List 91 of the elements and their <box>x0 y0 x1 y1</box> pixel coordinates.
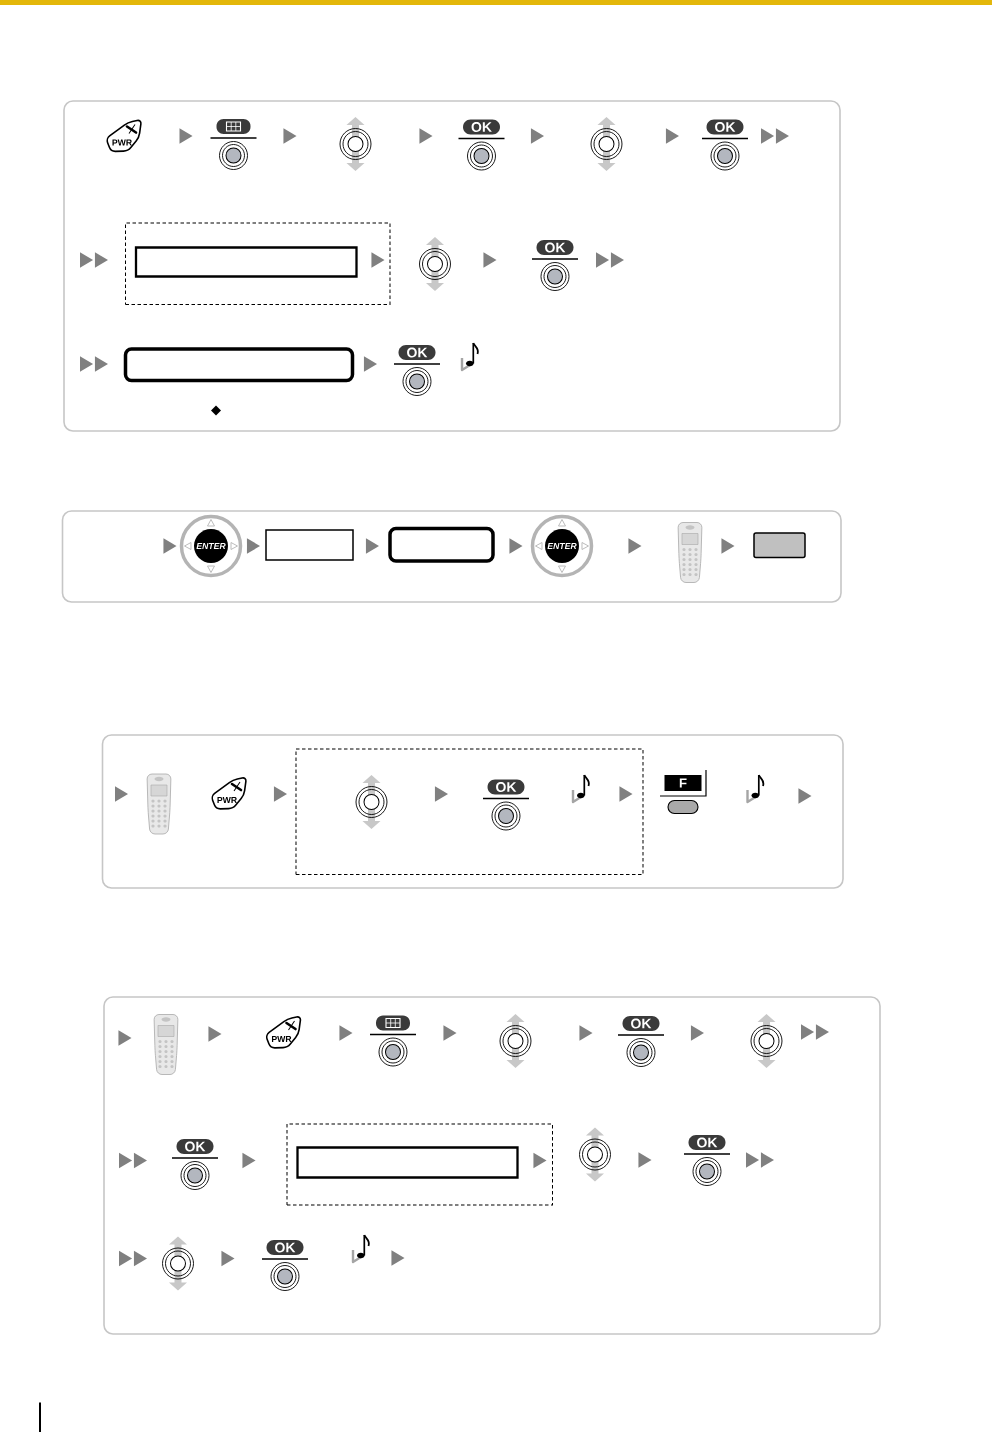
arrow <box>721 538 735 554</box>
panel <box>61 510 842 603</box>
navigator-key-icon <box>750 1014 783 1068</box>
double-arrow <box>746 1152 774 1168</box>
double-arrow <box>119 1250 147 1267</box>
node-label: OK <box>715 122 736 132</box>
arrow <box>118 1030 132 1046</box>
node-label: OK <box>185 1141 206 1152</box>
arrow <box>339 1025 353 1041</box>
tone-icon <box>351 1234 370 1264</box>
arrow <box>371 252 385 268</box>
handset-icon <box>677 522 703 583</box>
arrow <box>363 356 378 372</box>
node-label: OK <box>275 1242 296 1253</box>
handset-icon <box>146 773 172 835</box>
enter-key: ENTER <box>530 514 594 578</box>
function-key: F <box>659 769 707 815</box>
arrow <box>619 786 633 802</box>
arrow <box>533 1152 547 1169</box>
arrow <box>798 788 812 804</box>
arrow <box>419 128 433 144</box>
dashed-frame <box>286 1123 553 1206</box>
display-box <box>388 526 495 563</box>
panel <box>63 100 841 432</box>
menu-key-icon <box>209 119 258 170</box>
panel <box>101 734 844 889</box>
arrow <box>483 252 497 268</box>
dashed-frame <box>125 222 391 305</box>
node-label: OK <box>545 242 566 253</box>
arrow <box>283 128 297 144</box>
navigator-key-icon <box>579 1127 611 1182</box>
arrow <box>530 128 545 144</box>
arrow <box>246 538 261 554</box>
navigator-key-icon <box>339 117 372 171</box>
double-arrow <box>119 1152 147 1169</box>
node-label: OK <box>697 1137 718 1148</box>
arrow <box>443 1025 457 1041</box>
ok-key: OK <box>482 779 530 831</box>
power-key: PWR <box>265 1016 302 1049</box>
node-label: OK <box>496 782 517 792</box>
navigator-key-icon <box>355 775 388 829</box>
ok-key: OK <box>531 240 579 291</box>
ok-key: OK <box>171 1139 219 1190</box>
tone-icon <box>460 342 479 372</box>
arrow <box>628 538 642 554</box>
ok-key: OK <box>457 119 506 171</box>
node-label: OK <box>407 347 428 358</box>
power-key: PWR <box>106 119 142 153</box>
double-arrow <box>801 1024 829 1040</box>
display-box <box>134 246 358 278</box>
double-arrow <box>596 252 624 268</box>
arrow <box>365 538 380 554</box>
navigator-key-icon <box>419 237 451 291</box>
ok-key: OK <box>701 119 749 171</box>
arrow <box>163 538 177 554</box>
ok-key: OK <box>261 1240 309 1291</box>
dashed-frame <box>295 748 644 875</box>
ok-key: OK <box>393 345 441 396</box>
ok-key: OK <box>617 1016 665 1067</box>
double-arrow <box>80 252 108 268</box>
arrow <box>221 1250 235 1267</box>
navigator-key-icon <box>499 1014 532 1068</box>
arrow <box>638 1152 652 1168</box>
ok-key: OK <box>683 1135 731 1186</box>
menu-key-icon <box>369 1015 417 1067</box>
arrow <box>114 786 129 802</box>
arrow <box>273 786 288 802</box>
arrow <box>665 128 680 144</box>
arrow <box>242 1152 256 1169</box>
filled-box <box>753 532 806 559</box>
display-box <box>265 529 354 561</box>
node-label: OK <box>471 122 492 132</box>
arrow <box>208 1026 222 1042</box>
arrow <box>579 1025 593 1041</box>
navigator-key-icon <box>590 117 623 171</box>
arrow <box>434 786 449 802</box>
handset-icon <box>153 1014 179 1075</box>
tone-icon <box>746 774 765 804</box>
node-label: OK <box>631 1018 652 1029</box>
navigator-key-icon <box>162 1236 194 1291</box>
display-box <box>123 347 355 383</box>
panel <box>103 996 881 1335</box>
enter-key: ENTER <box>179 514 243 578</box>
display-box <box>296 1146 519 1179</box>
double-arrow <box>761 128 789 144</box>
arrow <box>391 1250 405 1266</box>
double-arrow <box>80 356 108 372</box>
tone-icon <box>571 774 590 804</box>
power-key: PWR <box>211 777 247 810</box>
arrow <box>509 538 523 554</box>
arrow <box>690 1025 705 1041</box>
